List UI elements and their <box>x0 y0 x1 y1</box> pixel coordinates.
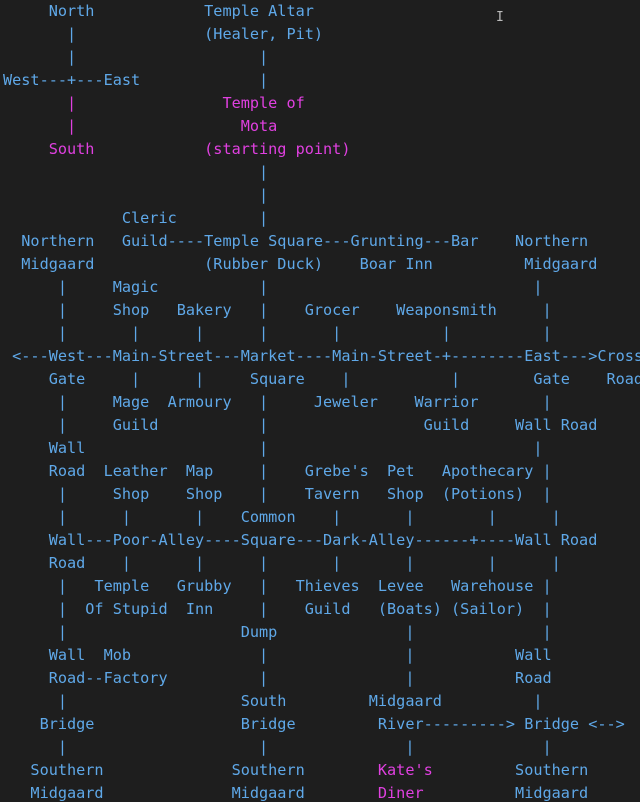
map-line: Road--Factory | | Road <box>3 669 552 687</box>
map-line: North Temple Altar <box>3 2 314 20</box>
map-line: Gate | | Square | | Gate Roads <box>3 370 640 388</box>
highlighted-label: South (starting point) <box>48 140 351 158</box>
map-line: Wall---Poor-Alley----Square---Dark-Alley… <box>3 531 598 549</box>
map-line: | Shop Shop | Tavern Shop (Potions) | <box>3 485 552 503</box>
map-line: Southern Southern Kate's Southern <box>3 761 589 779</box>
map-line: | | <box>3 48 269 66</box>
map-line: Midgaard (Rubber Duck) Boar Inn Midgaard <box>3 255 598 273</box>
map-line: Northern Guild----Temple Square---Grunti… <box>3 232 589 250</box>
map-line: Wall Mob | | Wall <box>3 646 552 664</box>
map-line: | <box>3 163 269 181</box>
map-line: | Of Stupid Inn | Guild (Boats) (Sailor)… <box>3 600 552 618</box>
highlighted-label: | Temple of <box>67 94 305 112</box>
map-line: | South Midgaard | <box>3 692 543 710</box>
map-line: | Temple of <box>3 92 305 115</box>
map-line: <---West---Main-Street---Market----Main-… <box>3 347 640 365</box>
map-line: | Mota <box>3 115 277 138</box>
map-line: | Temple Grubby | Thieves Levee Warehous… <box>3 577 552 595</box>
map-line: | <box>3 186 269 204</box>
map-line: | Guild | Guild Wall Road <box>3 416 598 434</box>
highlighted-label: | Mota <box>67 117 278 135</box>
map-line: West---+---East | <box>3 71 269 89</box>
map-line: | Mage Armoury | Jeweler Warrior | <box>3 393 552 411</box>
map-line: Road Leather Map | Grebe's Pet Apothecar… <box>3 462 552 480</box>
map-line: | | | | | | | <box>3 324 552 342</box>
map-line: | Magic | | <box>3 278 543 296</box>
map-line: South (starting point) <box>3 138 351 161</box>
map-line: Bridge Bridge River---------> Bridge <--… <box>3 715 625 733</box>
map-line: | Shop Bakery | Grocer Weaponsmith | <box>3 301 552 319</box>
map-line: | (Healer, Pit) <box>3 25 324 43</box>
map-line: Midgaard Midgaard Diner Midgaard <box>3 784 589 802</box>
highlighted-label: Diner <box>377 784 424 802</box>
map-line: | Dump | | <box>3 623 552 641</box>
text-cursor-icon: I <box>496 10 504 25</box>
map-line: | | | | <box>3 738 552 756</box>
map-line: Road | | | | | | | <box>3 554 561 572</box>
map-line: Wall | | <box>3 439 543 457</box>
map-line: Cleric | <box>3 209 269 227</box>
highlighted-label: Kate's <box>377 761 433 779</box>
map-line: | | | Common | | | | <box>3 508 561 526</box>
